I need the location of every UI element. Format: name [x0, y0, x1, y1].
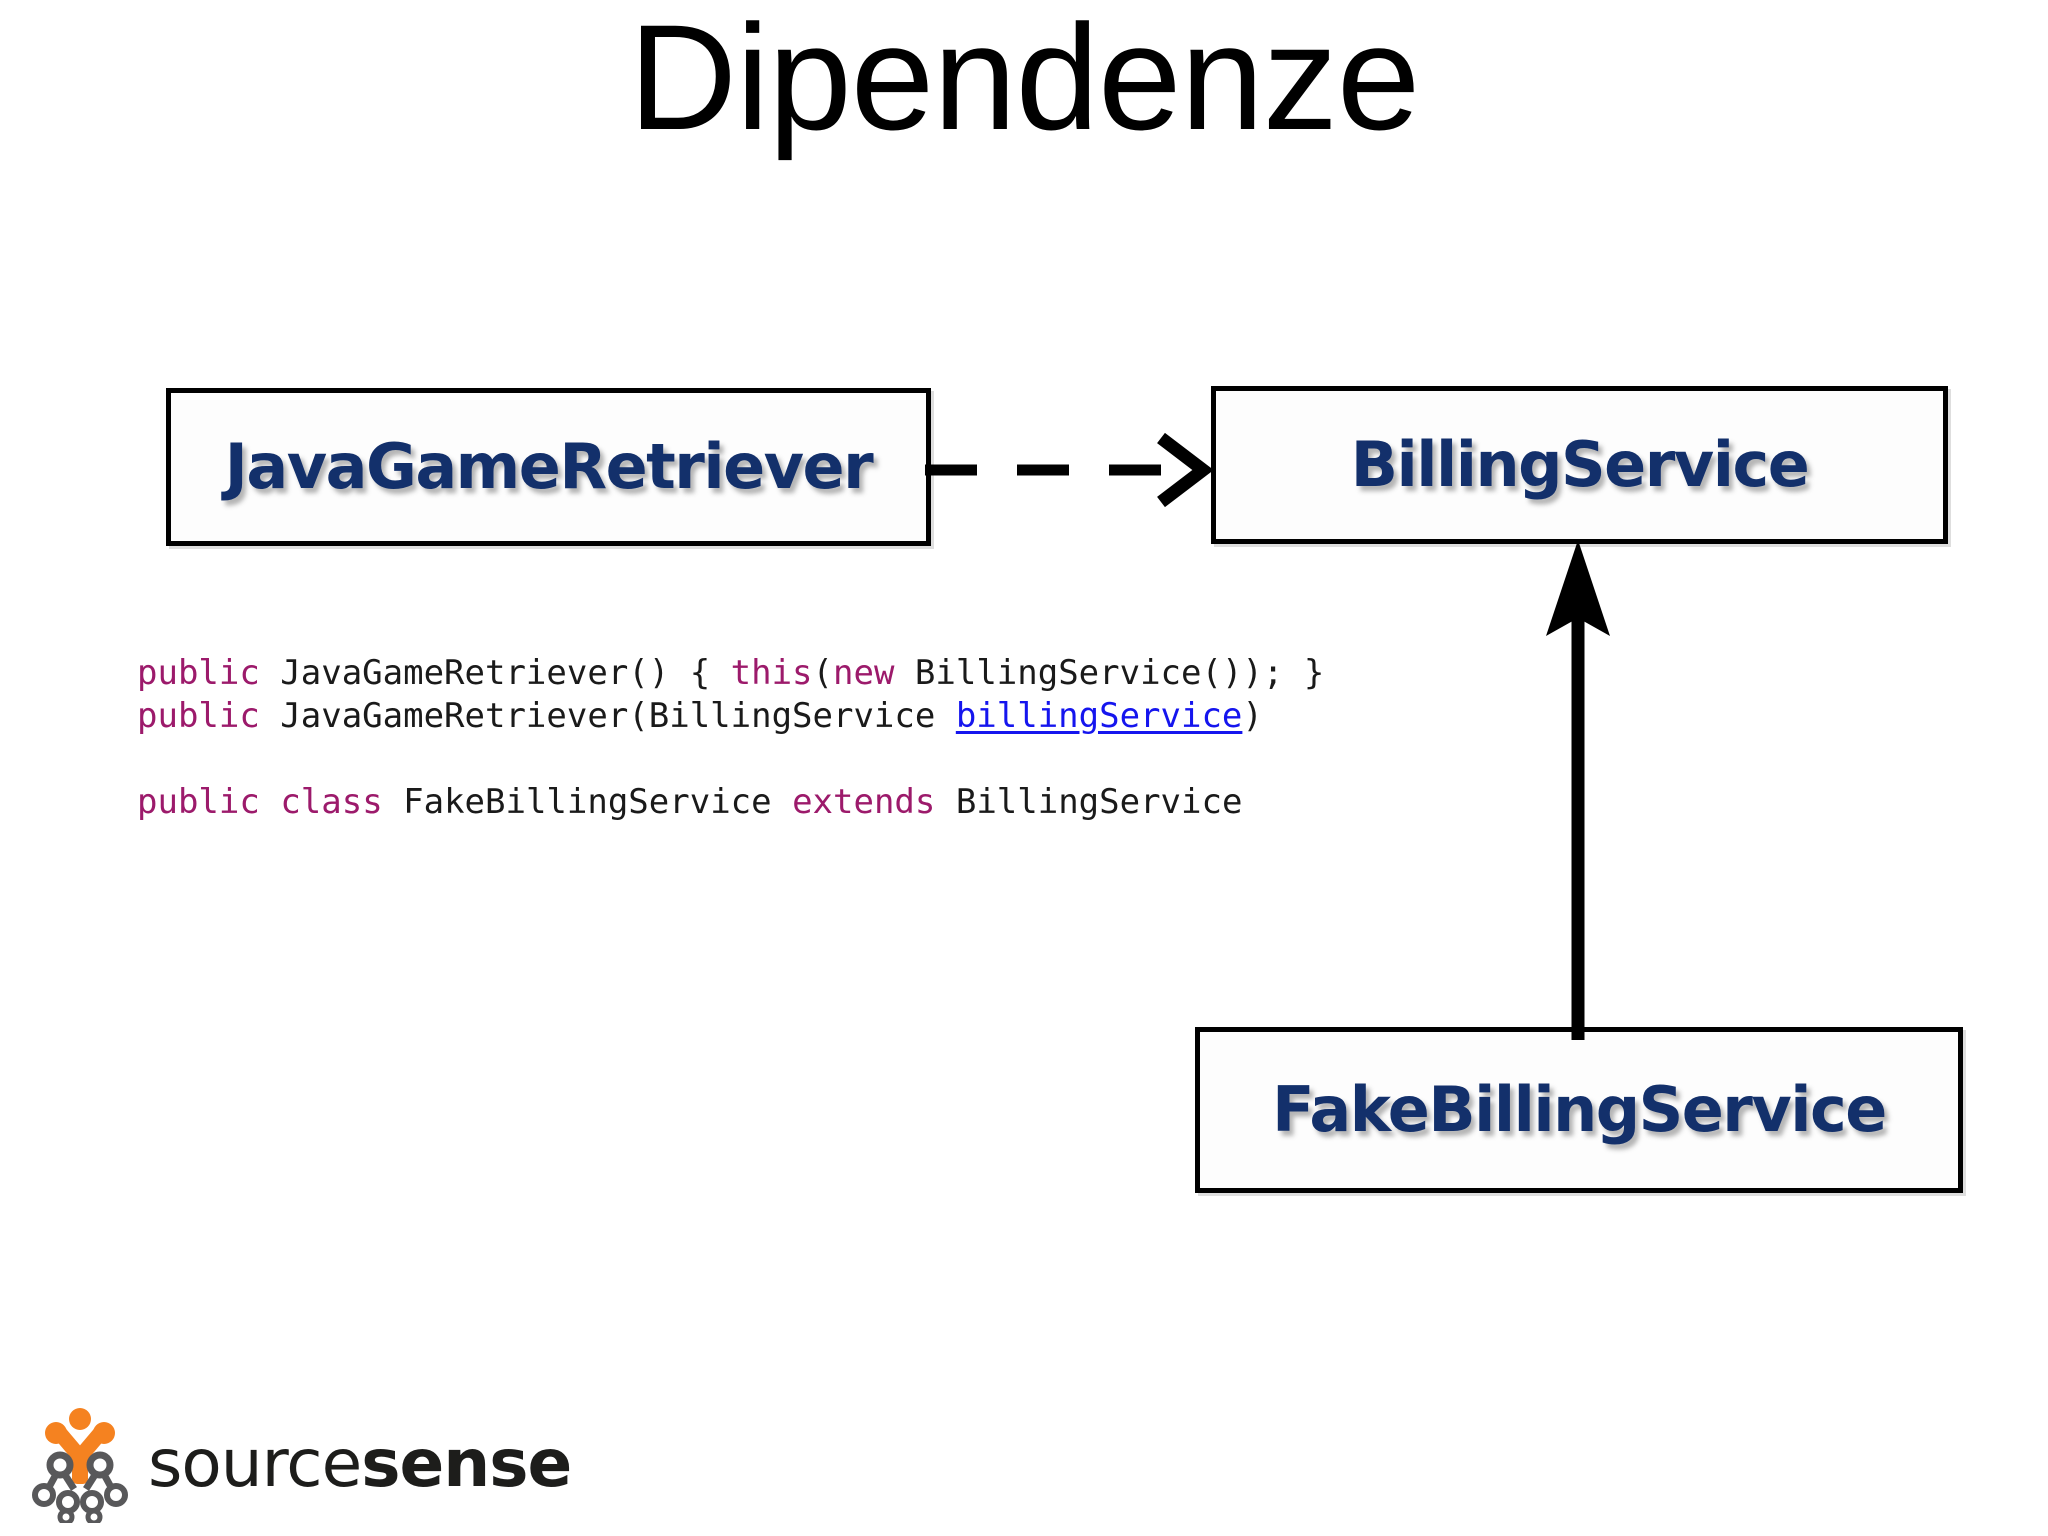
code-line: public JavaGameRetriever(BillingService …	[137, 695, 1324, 738]
code-keyword: public	[137, 696, 260, 736]
uml-class-box-javagameretriever[interactable]: JavaGameRetriever	[166, 388, 931, 546]
code-keyword: this	[730, 653, 813, 693]
code-keyword: class	[280, 782, 383, 822]
code-text: FakeBillingService	[382, 782, 793, 822]
code-keyword: extends	[792, 782, 936, 822]
brand-logo: sourcesense	[30, 1404, 650, 1524]
code-text: JavaGameRetriever() {	[259, 653, 731, 693]
uml-class-label: FakeBillingService	[1272, 1073, 1887, 1146]
code-line	[137, 738, 1324, 781]
code-keyword: new	[833, 653, 895, 693]
code-line: public class FakeBillingService extends …	[137, 781, 1324, 824]
code-line: public JavaGameRetriever() { this(new Bi…	[137, 652, 1324, 695]
uml-class-label: JavaGameRetriever	[224, 430, 874, 503]
page-title: Dipendenze	[628, 0, 1421, 161]
uml-class-label: BillingService	[1350, 428, 1810, 501]
code-text: (	[812, 653, 834, 693]
code-text: BillingService()); }	[894, 653, 1325, 693]
inheritance-arrow-icon	[1546, 540, 1610, 1040]
code-snippet: public JavaGameRetriever() { this(new Bi…	[137, 652, 1324, 824]
brand-wordmark: sourcesense	[148, 1431, 572, 1497]
code-text: BillingService	[935, 782, 1243, 822]
brand-word-source: source	[148, 1425, 362, 1502]
code-text: )	[1242, 696, 1263, 736]
code-keyword: public	[137, 653, 260, 693]
brand-word-sense: sense	[361, 1425, 572, 1502]
code-keyword: public	[137, 782, 260, 822]
uml-class-box-billingservice[interactable]: BillingService	[1211, 386, 1948, 544]
sourcesense-network-tree-icon	[32, 1408, 128, 1523]
code-text	[260, 782, 280, 822]
code-link[interactable]: billingService	[955, 696, 1243, 736]
uml-class-box-fakebillingservice[interactable]: FakeBillingService	[1195, 1027, 1963, 1193]
code-text: JavaGameRetriever(BillingService	[259, 696, 956, 736]
dependency-arrow-icon	[925, 432, 1214, 508]
